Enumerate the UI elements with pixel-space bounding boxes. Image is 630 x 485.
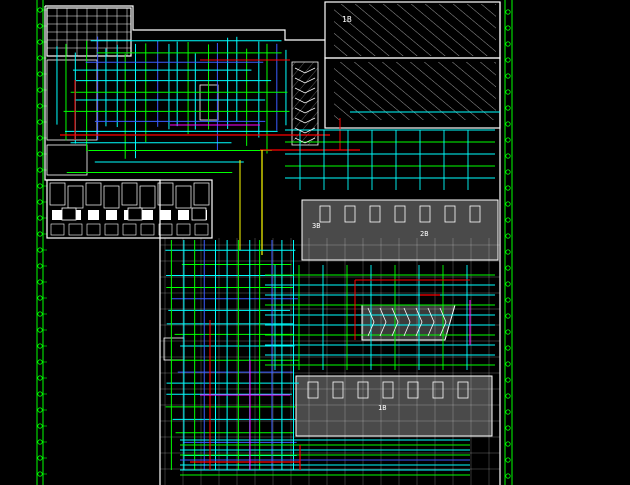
apartment-plan-block — [46, 7, 500, 485]
axis-bubble — [37, 263, 43, 269]
axis-bubble — [37, 183, 43, 189]
axis-bubble — [505, 393, 511, 399]
axis-bubble — [37, 119, 43, 125]
axis-bubble — [37, 7, 43, 13]
axis-bubble — [37, 215, 43, 221]
axis-bubble — [37, 375, 43, 381]
axis-bubble — [37, 199, 43, 205]
axis-bubble — [37, 407, 43, 413]
axis-bubble — [505, 297, 511, 303]
axis-bubble — [37, 311, 43, 317]
pipe-network — [56, 36, 500, 476]
axis-bubble — [505, 281, 511, 287]
axis-bubble — [37, 295, 43, 301]
axis-bubble — [37, 23, 43, 29]
axis-bubble — [505, 105, 511, 111]
axis-bubble — [37, 135, 43, 141]
axis-bubble — [505, 25, 511, 31]
axis-bubble — [505, 217, 511, 223]
left-axis-band — [36, 0, 47, 485]
axis-bubble — [37, 455, 43, 461]
axis-bubble — [505, 57, 511, 63]
axis-bubble — [37, 151, 43, 157]
axis-bubble — [37, 439, 43, 445]
label-zone-upper-right: 1B — [342, 15, 352, 24]
axis-bubble — [505, 185, 511, 191]
axis-bubble — [505, 89, 511, 95]
axis-bubble — [37, 87, 43, 93]
axis-bubble — [505, 313, 511, 319]
axis-bubble — [505, 425, 511, 431]
axis-bubble — [505, 473, 511, 479]
axis-bubble — [505, 377, 511, 383]
axis-bubble — [37, 343, 43, 349]
axis-bubble — [505, 233, 511, 239]
axis-bubble — [37, 359, 43, 365]
axis-bubble — [37, 39, 43, 45]
axis-bubble — [37, 55, 43, 61]
label-zone-lower: 1B — [378, 404, 386, 412]
axis-bubble — [37, 327, 43, 333]
hatched-zone-upper — [291, 4, 496, 146]
axis-bubble — [505, 409, 511, 415]
axis-bubble — [505, 137, 511, 143]
axis-bubble — [505, 249, 511, 255]
axis-bubble — [505, 457, 511, 463]
label-zone-mid-right: 2B — [420, 230, 428, 238]
axis-bubble — [37, 103, 43, 109]
axis-bubble — [505, 73, 511, 79]
axis-bubble — [505, 329, 511, 335]
axis-bubble — [505, 41, 511, 47]
axis-bubble — [37, 231, 43, 237]
axis-bubble — [505, 169, 511, 175]
axis-bubble — [505, 361, 511, 367]
axis-bubble — [37, 247, 43, 253]
axis-bubble — [37, 167, 43, 173]
grey-zones — [295, 199, 499, 437]
axis-bubble — [37, 471, 43, 477]
axis-bubble — [505, 9, 511, 15]
axis-bubble — [505, 121, 511, 127]
axis-bubble — [505, 153, 511, 159]
axis-bubble — [505, 441, 511, 447]
axis-bubble — [37, 391, 43, 397]
zone-labels: 1B 3B 2B 1B — [312, 15, 428, 412]
axis-bubble — [37, 71, 43, 77]
axis-bubble — [37, 279, 43, 285]
axis-bubble — [505, 265, 511, 271]
axis-bubble — [505, 345, 511, 351]
right-axis-band — [504, 0, 513, 485]
axis-bubble — [37, 423, 43, 429]
label-zone-mid-left: 3B — [312, 222, 320, 230]
axis-bubble — [505, 201, 511, 207]
